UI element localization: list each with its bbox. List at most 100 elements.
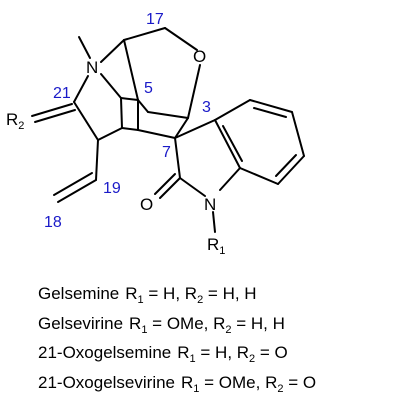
compound-name: 21-Oxogelsemine <box>38 343 171 362</box>
compound-name: 21-Oxogelsevirine <box>38 373 175 392</box>
locant-7: 7 <box>162 144 171 161</box>
r1-sub: 1 <box>141 324 147 336</box>
bond-c16-c7 <box>137 129 176 139</box>
locant-5: 5 <box>144 80 153 97</box>
bond-c17-o <box>164 27 198 51</box>
bond-n1-r1 <box>212 211 216 233</box>
locant-21: 21 <box>53 85 71 102</box>
locant-18: 18 <box>44 214 62 231</box>
r2-equals: = <box>203 284 222 303</box>
separator: , <box>256 373 265 392</box>
bond-c5-c6 <box>120 97 139 101</box>
r1-value: H <box>215 343 227 362</box>
bond-c21-c20 <box>73 101 99 141</box>
bond-arom-inner-2 <box>275 154 297 177</box>
compound-name: Gelsevirine <box>38 314 123 333</box>
r1-equals: = <box>147 314 166 333</box>
bond-n1-c7a <box>219 167 241 191</box>
bond-n-c21 <box>73 75 89 103</box>
r1-value: OMe <box>219 373 256 392</box>
bond-n-methyl <box>78 36 91 59</box>
r2-label: R <box>213 314 225 333</box>
bond-c21-r2-b <box>34 109 76 123</box>
r2-label: R <box>185 284 197 303</box>
atom-n-amine: N <box>86 58 98 77</box>
r2-label: R <box>265 373 277 392</box>
bond-c6ar-c7ar <box>277 155 305 185</box>
r2-label: R <box>237 343 249 362</box>
atom-r1-sub: 1 <box>219 245 225 257</box>
atom-r2-letter: R <box>6 110 18 129</box>
atom-n-oxindole: N <box>204 195 216 214</box>
bond-c2-o-b <box>154 173 176 195</box>
r1-value: H <box>163 284 175 303</box>
bond-n-c5 <box>100 73 122 99</box>
r1-label: R <box>181 373 193 392</box>
bond-ch2-c5 <box>137 99 149 113</box>
locant-19: 19 <box>103 180 121 197</box>
atom-labels: N O R2 O N R1 <box>6 47 225 257</box>
r1-equals: = <box>196 343 215 362</box>
r1-equals: = <box>199 373 218 392</box>
bond-c7-c2 <box>174 137 181 179</box>
bond-c2-o-a <box>159 177 181 199</box>
r2-value: O <box>275 343 288 362</box>
locant-3: 3 <box>202 99 211 116</box>
atom-r2: R2 <box>6 110 24 132</box>
r1-label: R <box>177 343 189 362</box>
bond-c7ar-c7a <box>239 167 279 185</box>
bond-c3-ch2 <box>147 111 189 119</box>
bond-n-c17 <box>100 39 125 63</box>
r1-value: OMe <box>167 314 204 333</box>
r1-sub: 1 <box>138 294 144 306</box>
bond-c21-r2-a <box>31 103 73 117</box>
bond-c17-c5 <box>123 39 139 101</box>
separator: , <box>204 314 213 333</box>
atom-o-carbonyl: O <box>140 195 153 214</box>
bond-c3a-c4 <box>214 99 251 121</box>
bond-c19-c18-a <box>57 179 97 203</box>
bond-c5ar-c6ar <box>291 111 305 157</box>
atom-r2-sub: 2 <box>18 120 24 132</box>
r1-label: R <box>129 314 141 333</box>
r2-equals: = <box>255 343 274 362</box>
bond-o-c3 <box>187 64 201 119</box>
r1-sub: 1 <box>193 383 199 395</box>
compound-name: Gelsemine <box>38 284 119 303</box>
locant-labels: 17 21 5 3 7 19 18 <box>44 11 211 231</box>
bond-c7-c3a <box>174 119 216 139</box>
r1-sub: 1 <box>190 353 196 365</box>
r2-equals: = <box>284 373 303 392</box>
bond-c3-c7 <box>174 117 189 139</box>
bond-c20-c16 <box>121 127 139 131</box>
r1-equals: = <box>144 284 163 303</box>
r2-value: H, H <box>223 284 257 303</box>
bond-c20-c16b <box>97 127 123 141</box>
r2-value: O <box>303 373 316 392</box>
bond-c6-c20 <box>120 97 123 129</box>
atom-r1-letter: R <box>207 235 219 254</box>
bond-arom-inner-3 <box>222 125 243 162</box>
r2-sub: 2 <box>277 383 283 395</box>
atom-r1: R1 <box>207 235 225 257</box>
separator: , <box>227 343 236 362</box>
bond-c19-c18-b <box>53 172 93 196</box>
r2-sub: 2 <box>197 294 203 306</box>
r2-sub: 2 <box>249 353 255 365</box>
bond-c3a-c7a <box>214 119 241 169</box>
bond-c2-n1 <box>179 177 206 197</box>
r2-sub: 2 <box>225 324 231 336</box>
bond-network <box>31 27 305 233</box>
r1-label: R <box>125 284 137 303</box>
bond-c20-c19 <box>95 139 99 181</box>
atom-o-ether: O <box>193 47 206 66</box>
separator: , <box>175 284 184 303</box>
locant-17: 17 <box>146 11 164 28</box>
bond-arom-inner-1 <box>253 107 287 118</box>
